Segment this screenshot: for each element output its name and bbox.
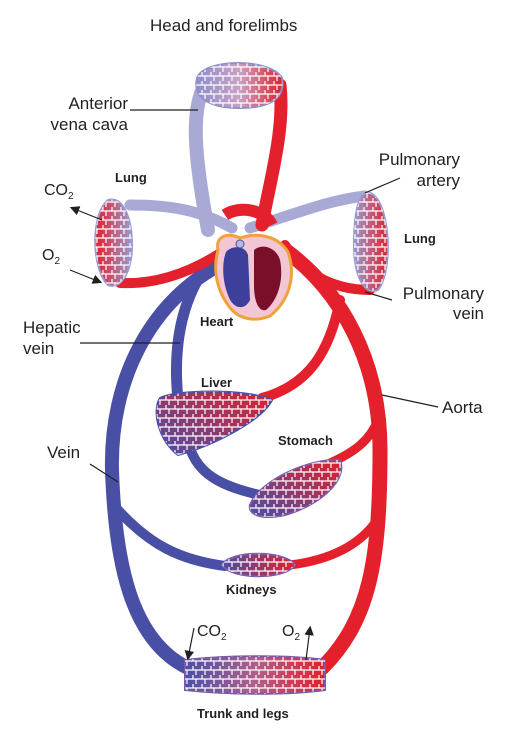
right-lung-capillary-bed [352, 191, 389, 293]
head-capillary-bed [195, 62, 284, 110]
anterior-vena-cava-label-line2: vena cava [50, 115, 129, 134]
pulmonary-artery-left-vessel [124, 199, 238, 234]
o2-top-label: O2 [42, 247, 61, 268]
pulmonary-vein-label-line1: Pulmonary [402, 284, 484, 303]
pulmonary-artery-label-line1: Pulmonary [378, 150, 460, 169]
trunk-and-legs-label: Trunk and legs [197, 706, 289, 721]
leader-lines [69, 109, 439, 661]
co2-bottom-label: CO2 [197, 623, 227, 644]
posterior-vena-cava-vessel [104, 255, 232, 675]
left-lung-label: Lung [115, 170, 147, 185]
arteries [115, 78, 388, 676]
heart-label: Heart [200, 314, 234, 329]
hepatic-vein-label-line2: vein [23, 339, 55, 358]
descending-aorta-vessel [277, 242, 388, 676]
left-lung-capillary-bed [94, 198, 134, 287]
stomach-artery-vessel [325, 415, 383, 468]
pulmonary-vein-label-line2: vein [452, 304, 484, 323]
head-and-forelimbs-label: Head and forelimbs [150, 16, 298, 35]
hepatic-vein-vessel [170, 262, 211, 406]
kidney-vein-vessel [113, 505, 230, 571]
co2-top-arrow [69, 206, 103, 221]
right-ventricle [223, 247, 250, 308]
stomach-label: Stomach [278, 433, 333, 448]
o2-top-arrow [69, 269, 103, 284]
co2-bottom-arrow [184, 627, 195, 661]
liver-artery-vessel [257, 295, 345, 403]
liver-label: Liver [201, 375, 233, 390]
aorta-leader [381, 394, 439, 408]
anterior-vena-cava-label-line1: Anterior [68, 94, 128, 113]
aorta-head-vessel [255, 78, 288, 232]
veins [104, 78, 371, 675]
stomach-capillary-bed [248, 458, 343, 518]
co2-top-label: CO2 [44, 182, 74, 203]
kidneys-label: Kidneys [226, 582, 277, 597]
heart [214, 203, 293, 321]
pulmonary-artery-leader [364, 177, 401, 194]
right-lung-label: Lung [404, 231, 436, 246]
trunk-capillary-bed [184, 655, 326, 695]
hepatic-vein-label-line1: Hepatic [23, 318, 81, 337]
vein-label: Vein [47, 443, 81, 462]
vein-leader [89, 463, 119, 483]
o2-bottom-arrow [304, 625, 314, 661]
aorta-label: Aorta [442, 398, 483, 417]
liver-capillary-bed [155, 390, 274, 457]
pulmonary-vein-leader [364, 291, 393, 301]
kidney-capillary-bed [220, 552, 297, 578]
pulmonary-artery-label-line2: artery [416, 171, 460, 190]
kidney-artery-vessel [285, 515, 382, 570]
o2-bottom-label: O2 [282, 623, 301, 644]
left-ventricle [254, 246, 282, 311]
